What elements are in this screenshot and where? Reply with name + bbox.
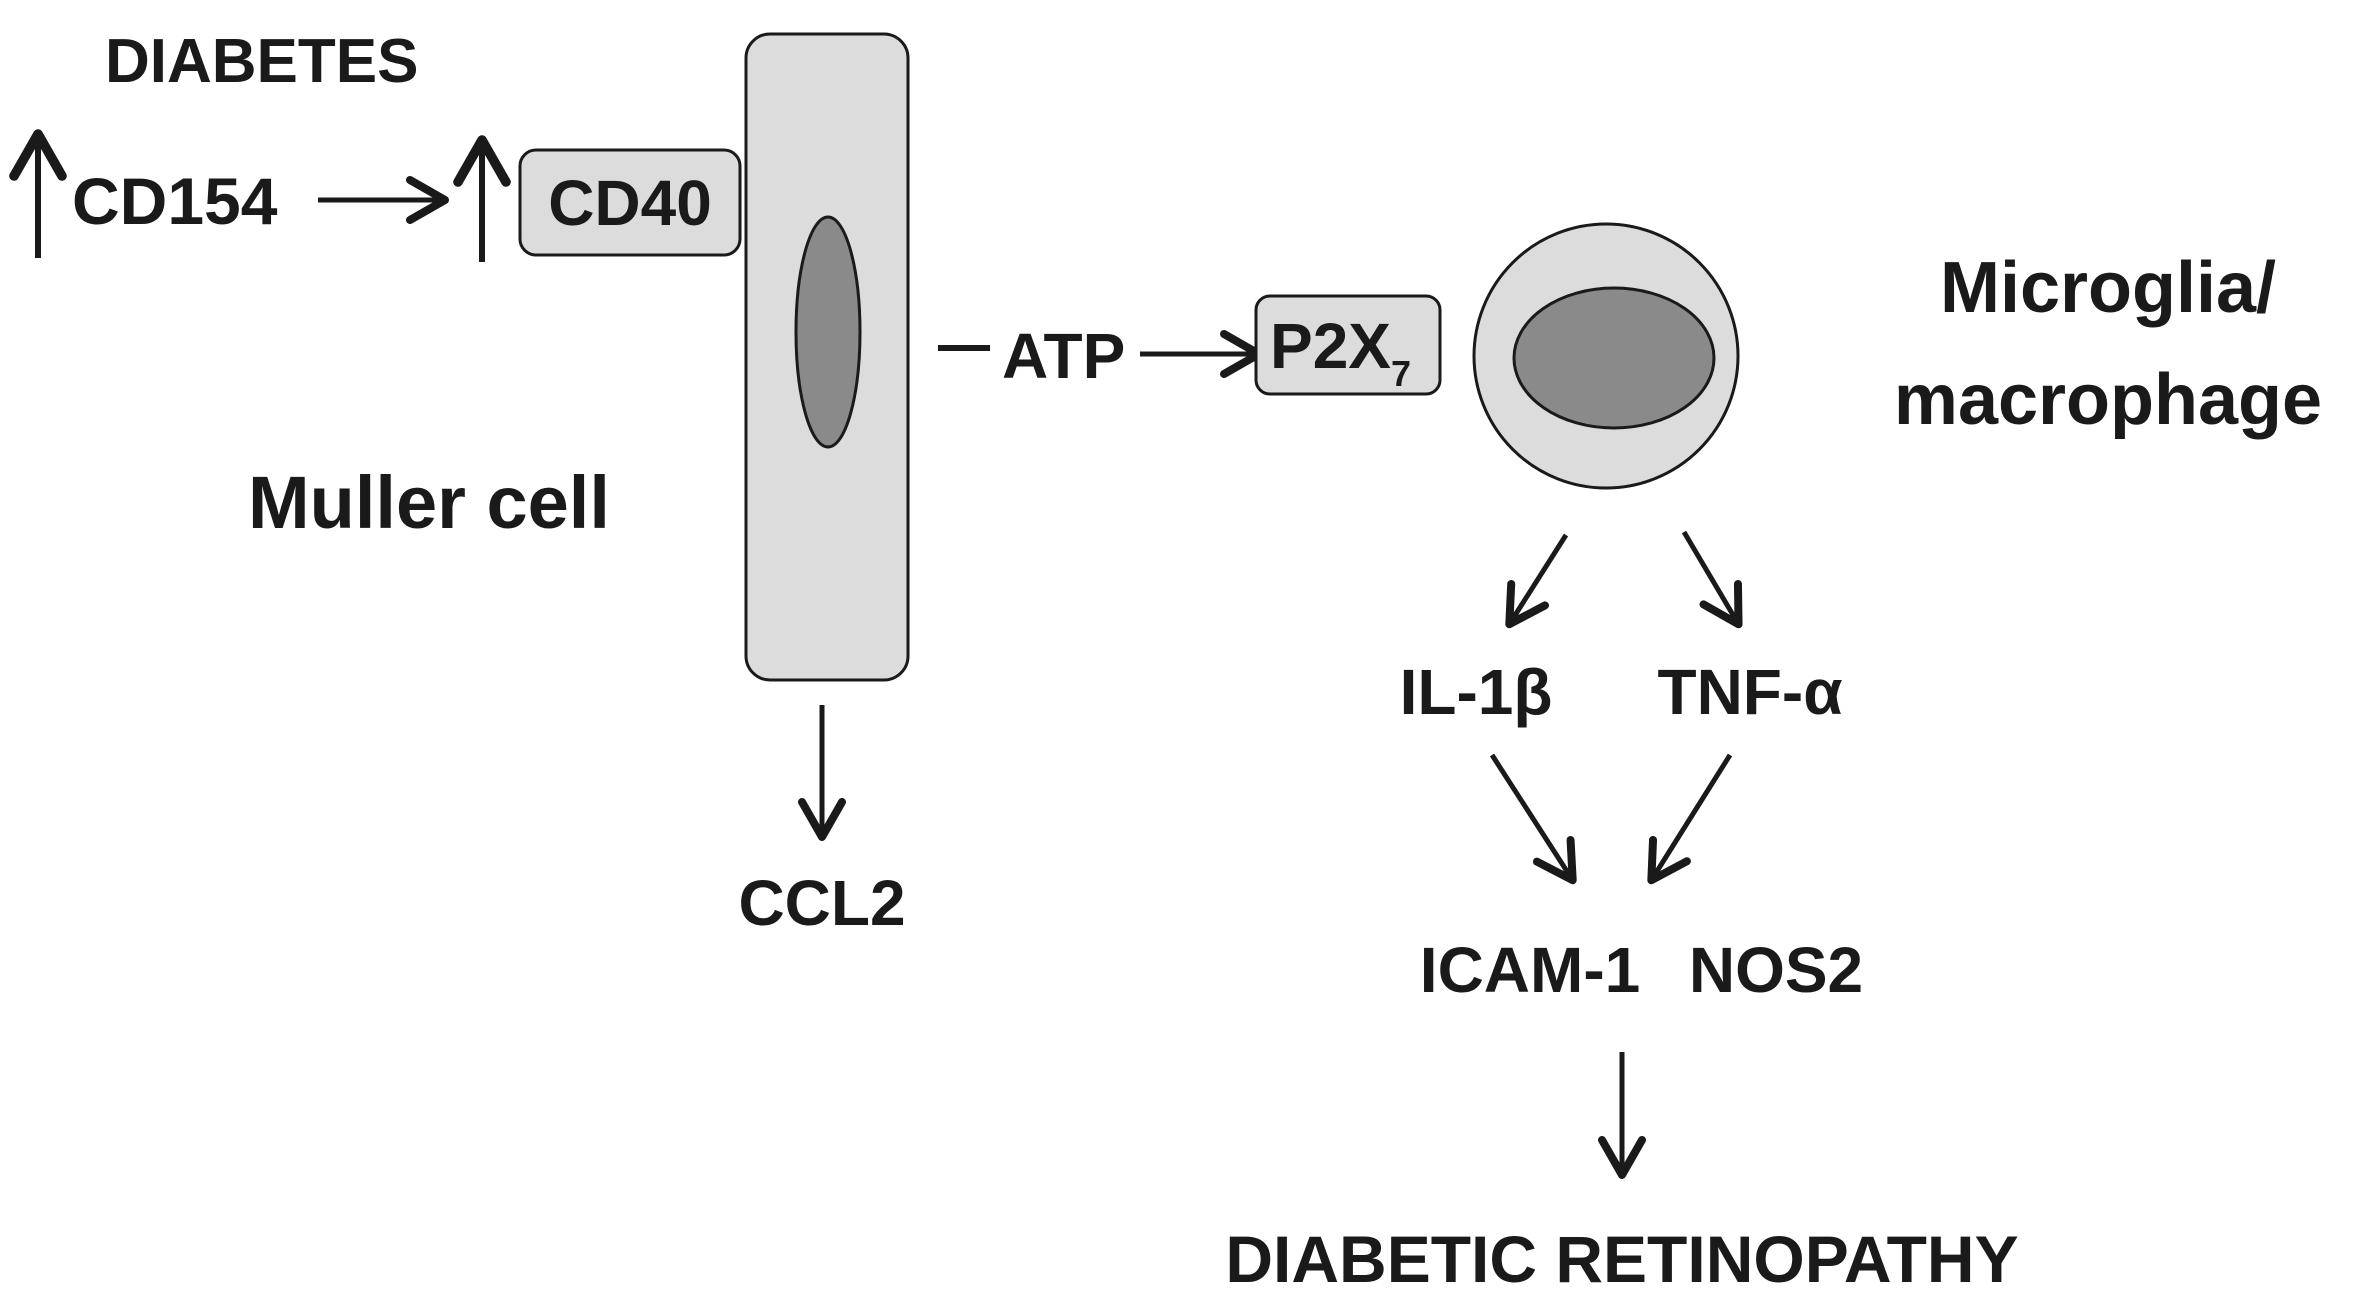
muller-cell	[744, 32, 910, 682]
cd40-label: CD40	[548, 167, 712, 239]
microglia-label-line1: Microglia/	[1940, 248, 2276, 328]
p2x7-receptor: P2X7	[1254, 294, 1442, 396]
tnfa-to-targets-arrow	[1647, 753, 1733, 885]
nos2-label: NOS2	[1689, 934, 1863, 1006]
microglia-cell-nucleus	[1512, 286, 1716, 430]
svg-text:P2X7: P2X7	[1270, 310, 1411, 394]
icam1-label: ICAM-1	[1420, 934, 1640, 1006]
microglia-to-il1b-arrow	[1505, 533, 1569, 629]
microglia-to-tnfa-arrow	[1681, 530, 1743, 629]
cd154-label: CD154	[72, 164, 278, 238]
cd40-receptor: CD40	[518, 148, 742, 257]
diabetes-label: DIABETES	[105, 27, 418, 96]
tnfa-label: TNF-α	[1657, 656, 1842, 728]
muller-cell-label: Muller cell	[248, 461, 610, 544]
p2x-label: P2X	[1270, 310, 1391, 382]
ccl2-label: CCL2	[738, 867, 905, 939]
muller-cell-nucleus	[794, 215, 862, 449]
microglia-cell	[1472, 222, 1740, 490]
diabetic-retinopathy-label: DIABETIC RETINOPATHY	[1225, 1222, 2018, 1296]
microglia-label-line2: macrophage	[1894, 360, 2322, 440]
p2x-subscript: 7	[1391, 353, 1411, 394]
il1b-label: IL-1β	[1400, 656, 1553, 728]
atp-label: ATP	[1002, 320, 1125, 392]
il1b-to-targets-arrow	[1489, 753, 1577, 885]
